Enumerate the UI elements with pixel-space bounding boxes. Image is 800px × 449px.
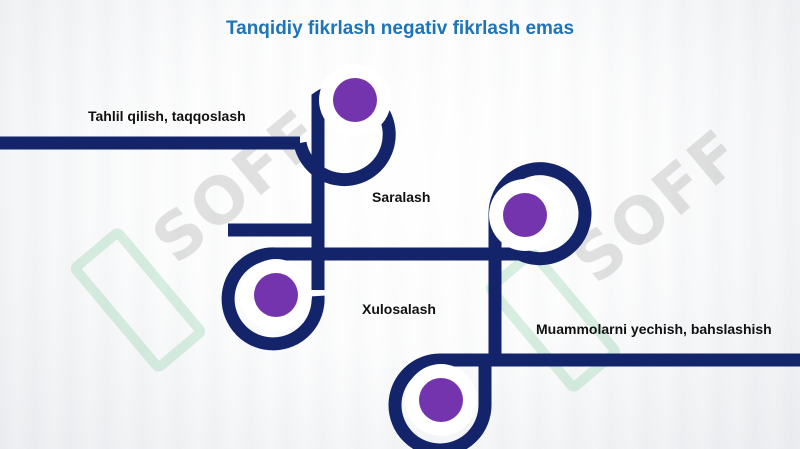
loop-4 xyxy=(388,353,495,449)
step-label-3: Xulosalash xyxy=(362,301,436,317)
step-label-1: Tahlil qilish, taqqoslash xyxy=(88,108,246,124)
loop-2 xyxy=(221,247,325,351)
node-dot xyxy=(254,273,298,317)
node-dot xyxy=(419,378,463,422)
node-dot xyxy=(333,78,377,122)
page-title: Tanqidiy fikrlash negativ fikrlash emas xyxy=(225,18,575,39)
loop-3 xyxy=(488,162,592,360)
node-dot xyxy=(503,193,547,237)
step-label-4: Muammolarni yechish, bahslashish xyxy=(536,321,772,337)
step-label-2: Saralash xyxy=(372,189,431,205)
